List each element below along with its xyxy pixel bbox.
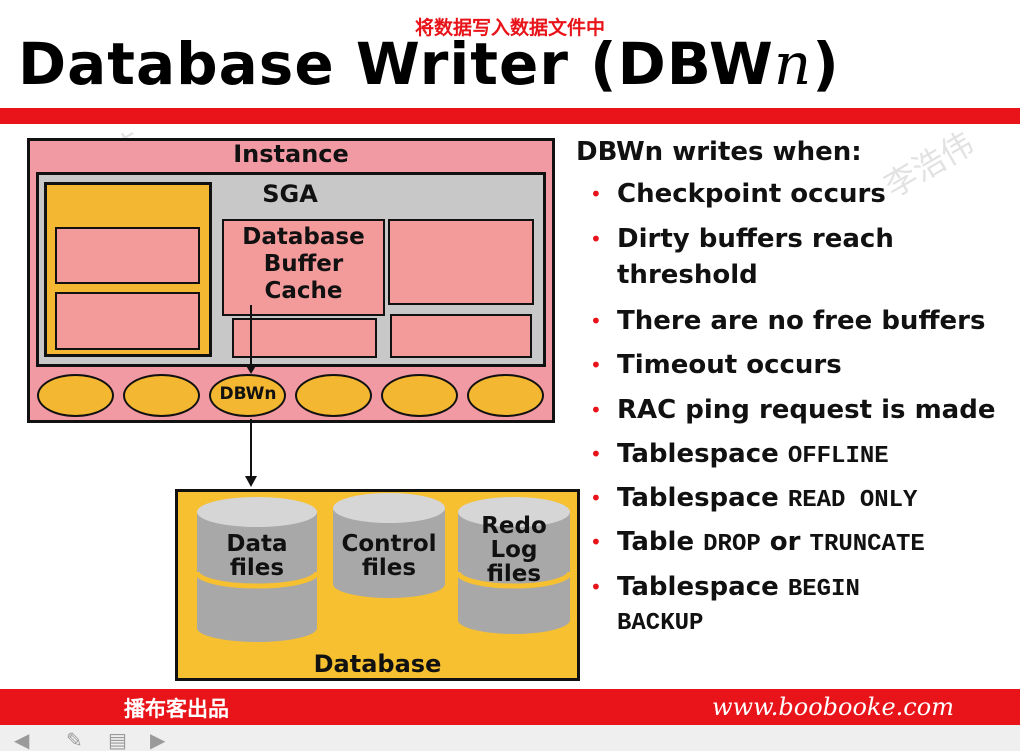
bullet-code: READ ONLY [787, 487, 918, 514]
db-buffer-cache-label: Database Buffer Cache [222, 224, 385, 305]
db-buffer-cache-box [222, 219, 385, 316]
bullet-text: Tablespace [617, 439, 788, 469]
next-arrow-icon[interactable]: ▶ [150, 728, 166, 752]
bullet-text: Table [617, 527, 704, 557]
process-oval [123, 374, 200, 417]
bullet-dot-icon: • [590, 486, 602, 510]
dbbc-line: Buffer [263, 251, 344, 277]
cyl-label-line: files [229, 555, 285, 581]
footer-url: www.boobooke.com [712, 693, 954, 721]
footer-brand: 播布客出品 [124, 697, 229, 721]
slide-title: Database Writer (DBWn) [18, 30, 840, 98]
banner-caption: 将数据写入数据文件中 [414, 17, 605, 39]
previous-arrow-icon[interactable]: ◀ [14, 728, 30, 752]
instance-label: Instance [233, 140, 349, 168]
bullet-dot-icon: • [590, 353, 602, 377]
bullet-item: Table DROP or TRUNCATE [617, 527, 925, 558]
database-label: Database [313, 650, 442, 678]
bullet-item: RAC ping request is made [617, 395, 996, 425]
title-main: Database Writer (DBW [18, 30, 774, 98]
bullet-dot-icon: • [590, 227, 602, 251]
redo-log-files-label: Redo Log files [458, 514, 570, 586]
arrowhead-icon [245, 364, 257, 374]
bullet-item: Dirty buffers reach [617, 224, 894, 254]
cyl-label-line: Control [341, 531, 437, 557]
arrowhead-icon [245, 476, 257, 487]
process-oval [381, 374, 458, 417]
bullet-text: or [760, 527, 810, 557]
title-italic-n: n [773, 30, 813, 98]
sga-subbox [388, 219, 534, 305]
bullet-item: Timeout occurs [617, 350, 842, 380]
bullet-item: Tablespace OFFLINE [617, 439, 889, 470]
cyl-label-line: files [486, 561, 542, 587]
bullet-text: Tablespace [617, 483, 788, 513]
dbbc-line: Cache [264, 278, 343, 304]
bullet-item: Tablespace READ ONLY [617, 483, 917, 514]
sga-label: SGA [262, 180, 318, 208]
sga-subbox [390, 314, 532, 358]
bullet-item-cont: BACKUP [617, 610, 704, 637]
bullet-item: There are no free buffers [617, 306, 986, 336]
data-files-label: Data files [197, 532, 317, 580]
slide-nav-bar [0, 725, 1020, 751]
bullet-dot-icon: • [590, 442, 602, 466]
process-oval [295, 374, 372, 417]
bullets-heading: DBWn writes when: [576, 137, 862, 167]
pool-subbox [55, 292, 200, 350]
dbwn-process-oval [209, 374, 286, 417]
redo-log-files-cylinder [455, 497, 573, 634]
bullet-dot-icon: • [590, 309, 602, 333]
bullet-dot-icon: • [590, 182, 602, 206]
cyl-label-line: files [361, 555, 417, 581]
bullet-item: Checkpoint occurs [617, 179, 886, 209]
bullet-item: Tablespace BEGIN [617, 572, 860, 603]
cyl-label-line: Log [490, 537, 538, 563]
data-files-cylinder [194, 497, 320, 642]
process-oval [37, 374, 114, 417]
footer-bar [0, 689, 1020, 725]
bullet-dot-icon: • [590, 530, 602, 554]
bullet-code: OFFLINE [787, 443, 889, 470]
dbbc-line: Database [242, 224, 365, 250]
bullet-dot-icon: • [590, 575, 602, 599]
title-close: ) [812, 30, 840, 98]
menu-icon[interactable]: ▤ [108, 728, 127, 752]
control-files-label: Control files [333, 532, 445, 580]
control-files-cylinder [333, 493, 445, 598]
title-underline-bar [0, 108, 1020, 124]
bullet-dot-icon: • [590, 398, 602, 422]
sga-subbox [232, 318, 377, 358]
bullet-code: DROP [703, 531, 761, 558]
bullet-item-cont: threshold [617, 260, 758, 290]
cyl-label-line: Redo [481, 513, 547, 539]
dbwn-label: DBWn [219, 384, 277, 404]
pool-subbox [55, 227, 200, 284]
pen-icon[interactable]: ✎ [66, 728, 83, 752]
bullet-code: BEGIN [787, 576, 860, 603]
bullet-text: Tablespace [617, 572, 788, 602]
process-oval [467, 374, 544, 417]
cyl-label-line: Data [226, 531, 288, 557]
bullet-code: TRUNCATE [809, 531, 925, 558]
